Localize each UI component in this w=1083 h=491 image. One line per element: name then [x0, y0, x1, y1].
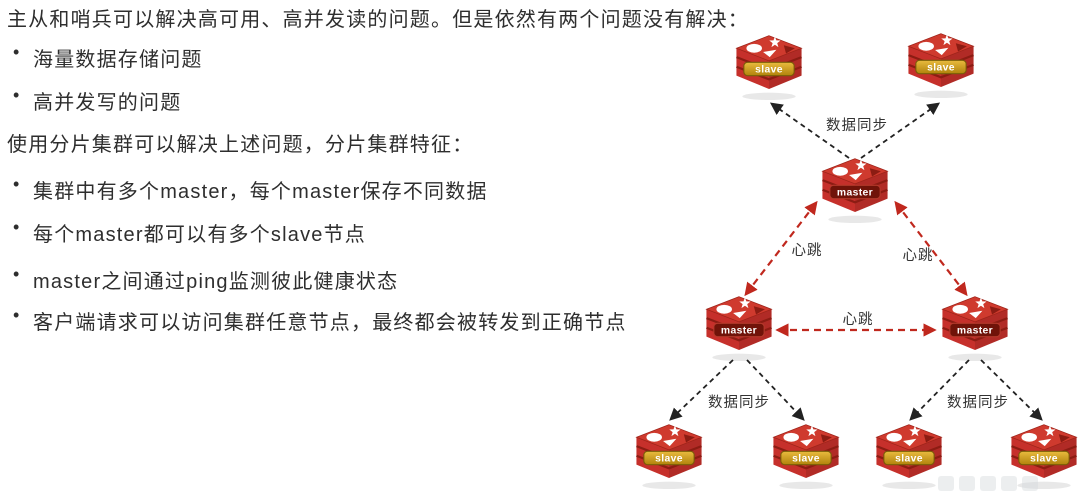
node-label: slave [895, 454, 923, 465]
redis-node-slave-bottom-2: slave [769, 423, 843, 490]
watermark [938, 476, 1080, 491]
redis-icon: slave [735, 34, 803, 101]
node-label: slave [755, 65, 783, 76]
node-label: slave [655, 454, 683, 465]
redis-icon: slave [907, 32, 975, 99]
node-label: master [721, 326, 757, 337]
list-item: • 客户端请求可以访问集群任意节点，最终都会被转发到正确节点 [0, 305, 627, 335]
heartbeat-label-left: 心跳 [791, 243, 823, 259]
list-item: • 每个master都可以有多个slave节点 [0, 217, 367, 247]
redis-icon: master [705, 295, 773, 362]
section-paragraph: 使用分片集群可以解决上述问题，分片集群特征： [7, 128, 473, 157]
bullet-dot: • [13, 264, 21, 284]
node-label: master [837, 188, 873, 199]
slave-plate [1018, 450, 1070, 466]
bullet-text: 每个master都可以有多个slave节点 [33, 224, 367, 246]
redis-icon: slave [1010, 423, 1078, 490]
slave-plate [643, 450, 695, 466]
redis-icon: slave [875, 423, 943, 490]
redis-node-slave-top-left: slave [732, 34, 806, 101]
slave-plate [883, 450, 935, 466]
bullet-text: 集群中有多个master，每个master保存不同数据 [33, 181, 488, 203]
list-item: • 高并发写的问题 [0, 85, 182, 115]
bullet-dot: • [13, 217, 21, 237]
list-item: • master之间通过ping监测彼此健康状态 [0, 264, 399, 294]
list-item: • 海量数据存储问题 [0, 42, 203, 72]
redis-node-master-left: master [702, 295, 776, 362]
node-label: slave [927, 63, 955, 74]
sync-label-bottom-left: 数据同步 [708, 395, 770, 411]
bullet-dot: • [13, 42, 21, 62]
paragraph-text: 使用分片集群可以解决上述问题，分片集群特征： [7, 134, 474, 156]
master-plate [713, 322, 765, 338]
sync-label-top: 数据同步 [826, 118, 888, 134]
master-plate [949, 322, 1001, 338]
sync-label-bottom-right: 数据同步 [947, 395, 1009, 411]
redis-node-slave-bottom-4: slave [1007, 423, 1081, 490]
redis-node-slave-bottom-1: slave [632, 423, 706, 490]
redis-icon: master [821, 157, 889, 224]
redis-node-master-right: master [938, 295, 1012, 362]
redis-icon: slave [635, 423, 703, 490]
bullet-text: 客户端请求可以访问集群任意节点，最终都会被转发到正确节点 [33, 312, 627, 334]
slave-plate [743, 61, 795, 77]
redis-node-master-center: master [818, 157, 892, 224]
redis-icon: master [941, 295, 1009, 362]
bullet-dot: • [13, 85, 21, 105]
bullet-dot: • [13, 305, 21, 325]
list-item: • 集群中有多个master，每个master保存不同数据 [0, 174, 488, 204]
redis-node-slave-top-right: slave [904, 32, 978, 99]
node-label: master [957, 326, 993, 337]
heartbeat-label-middle: 心跳 [842, 312, 874, 328]
bullet-text: 海量数据存储问题 [33, 49, 203, 71]
paragraph-text: 主从和哨兵可以解决高可用、高并发读的问题。但是依然有两个问题没有解决： [7, 9, 749, 31]
node-label: slave [1030, 454, 1058, 465]
node-label: slave [792, 454, 820, 465]
master-plate [829, 184, 881, 200]
redis-node-slave-bottom-3: slave [872, 423, 946, 490]
heartbeat-label-right: 心跳 [902, 248, 934, 264]
intro-paragraph: 主从和哨兵可以解决高可用、高并发读的问题。但是依然有两个问题没有解决： [7, 3, 749, 32]
bullet-text: 高并发写的问题 [33, 92, 182, 114]
slave-plate [780, 450, 832, 466]
bullet-text: master之间通过ping监测彼此健康状态 [33, 271, 399, 293]
slave-plate [915, 59, 967, 75]
redis-icon: slave [772, 423, 840, 490]
bullet-dot: • [13, 174, 21, 194]
